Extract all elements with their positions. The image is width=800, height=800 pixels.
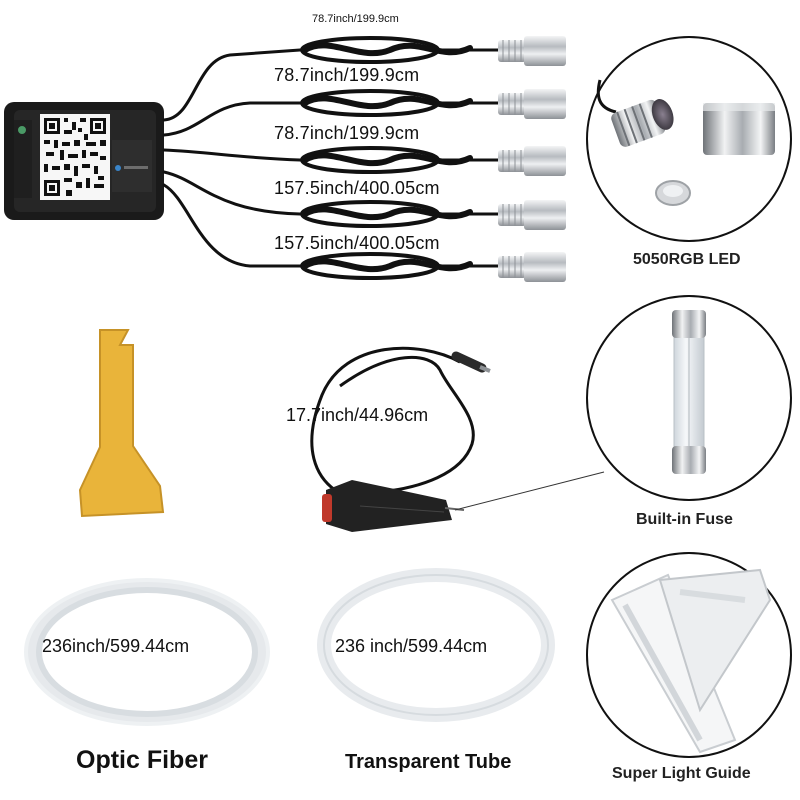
- led-detail-callout: [586, 36, 792, 242]
- cable-coil-1: [300, 36, 500, 64]
- fuse-detail-callout: [586, 295, 792, 501]
- light-guide-callout: [586, 552, 792, 758]
- power-cord: [310, 346, 605, 532]
- optic-fiber-coil: [24, 578, 270, 726]
- controller-box: [4, 102, 164, 220]
- cable-length-label-2: 78.7inch/199.9cm: [274, 65, 420, 85]
- led-head-2: [498, 89, 566, 119]
- power-cord-length-label: 17.7inch/44.96cm: [286, 405, 429, 425]
- cable-coil-4: [300, 200, 500, 228]
- cable-length-label-1: 78.7inch/199.9cm: [312, 13, 399, 25]
- optic-fiber-caption: Optic Fiber: [76, 746, 208, 774]
- led-head-5: [498, 252, 566, 282]
- controller-wires: [162, 48, 302, 268]
- cable-length-label-3: 78.7inch/199.9cm: [274, 123, 420, 143]
- cable-coil-5: [300, 252, 500, 280]
- led-head-4: [498, 200, 566, 230]
- cable-coil-2: [300, 89, 500, 117]
- light-guide-caption: Super Light Guide: [612, 765, 751, 782]
- cable-length-label-4: 157.5inch/400.05cm: [274, 178, 440, 198]
- transparent-tube-caption: Transparent Tube: [345, 751, 512, 773]
- yellow-scraper-tool: [78, 329, 165, 518]
- transparent-tube-coil: [317, 568, 555, 722]
- fuse-caption: Built-in Fuse: [636, 511, 733, 528]
- led-head-3: [498, 146, 566, 176]
- transparent-tube-length-label: 236 inch/599.44cm: [335, 636, 488, 656]
- cable-coil-3: [300, 146, 500, 174]
- cable-length-label-5: 157.5inch/400.05cm: [274, 233, 440, 253]
- led-caption: 5050RGB LED: [633, 251, 741, 268]
- led-head-1: [498, 36, 566, 66]
- optic-fiber-length-label: 236inch/599.44cm: [42, 636, 190, 656]
